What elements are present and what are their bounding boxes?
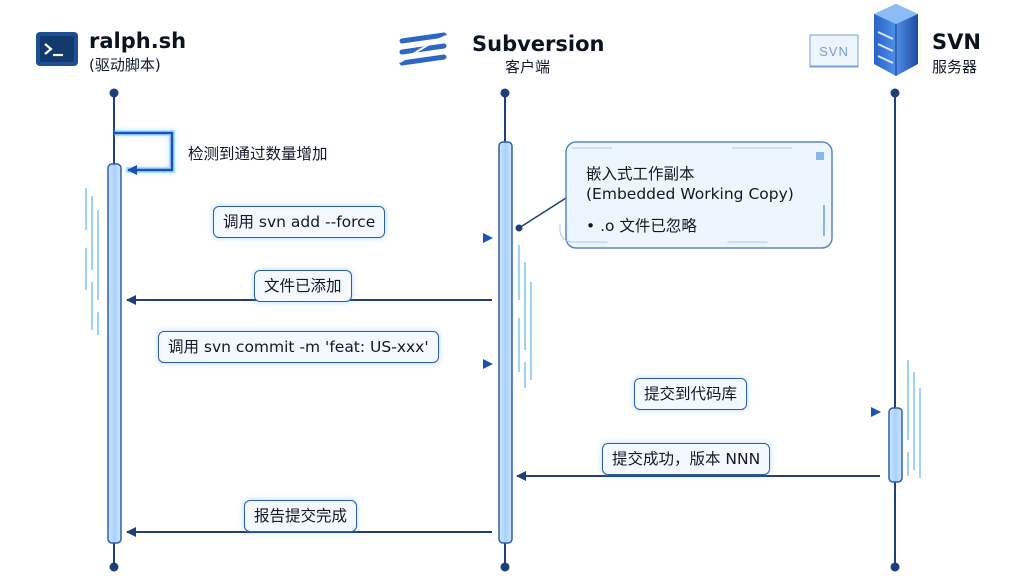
note-line-3: • .o 文件已忽略 — [586, 217, 697, 235]
terminal-icon — [36, 32, 78, 66]
lifeline-svn — [890, 88, 900, 572]
message-label: 文件已添加 — [254, 270, 352, 302]
message-label: 提交到代码库 — [634, 378, 748, 410]
activation-svn — [888, 407, 903, 483]
server-icon — [874, 4, 918, 76]
actor-sub-subversion: 客户端 — [505, 58, 551, 76]
actor-name-subversion: Subversion — [472, 32, 605, 56]
message-label: 提交成功，版本 NNN — [602, 443, 771, 475]
message-label: 报告提交完成 — [244, 500, 358, 532]
activation-subversion — [498, 141, 513, 544]
note-line-1: 嵌入式工作副本 — [586, 165, 695, 183]
self-message-label: 检测到通过数量增加 — [188, 145, 328, 163]
actor-name-svn: SVN — [932, 30, 981, 54]
note-line-2: (Embedded Working Copy) — [586, 185, 794, 203]
subversion-logo-icon — [399, 32, 447, 66]
svn-logo-icon: SVN — [809, 34, 859, 68]
actor-sub-svn: 服务器 — [932, 58, 978, 76]
decor-ticks-ralph — [85, 188, 99, 335]
svn-logo-text: SVN — [819, 44, 849, 59]
message-label: 调用 svn commit -m 'feat: US-xxx' — [158, 331, 439, 363]
decor-ticks-svn — [907, 360, 921, 478]
actor-sub-ralph: (驱动脚本) — [89, 56, 161, 74]
self-message-arrow — [114, 130, 175, 175]
activation-ralph — [107, 163, 122, 544]
decor-ticks-subversion — [518, 245, 532, 388]
message-label: 调用 svn add --force — [213, 206, 386, 238]
note-box — [515, 141, 839, 249]
actor-name-ralph: ralph.sh — [89, 29, 187, 53]
